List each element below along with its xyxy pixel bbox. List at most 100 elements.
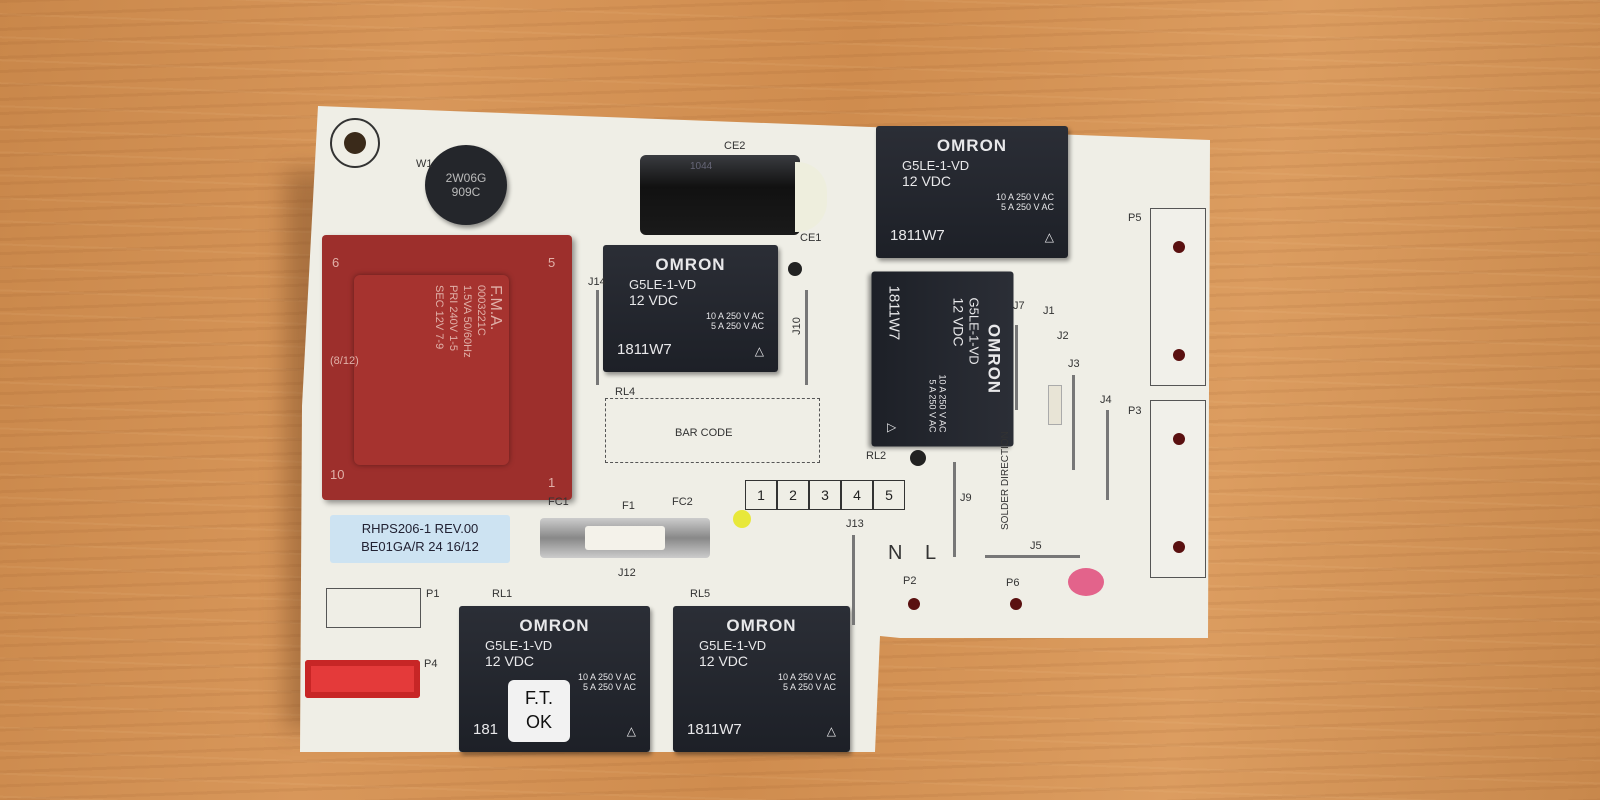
bridge-line1: 2W06G [445,171,487,185]
relay-rating: 5 A 250 V AC [782,682,836,692]
connector-p5 [1150,208,1206,386]
capacitor-ref2: CE1 [800,232,822,244]
board-hole [788,262,802,276]
p3-label: P3 [1128,405,1142,417]
transformer-text: F.M.A. 0003221C 1.5VA 50/60Hz PRI 240V 1… [432,285,504,358]
terminal-hole [1010,598,1022,610]
warning-triangle-icon: △ [626,724,636,738]
jumper-j10 [805,290,808,385]
pink-mark [1068,568,1104,596]
transformer-face [354,275,509,465]
transformer-line: 0003221C [475,285,487,336]
relay-rl2: OMRON G5LE-1-VD 12 VDC 10 A 250 V AC 5 A… [871,271,1014,447]
relay-code: 1811W7 [617,341,672,358]
j9-label: J9 [960,492,972,504]
pin-label: 6 [332,255,340,270]
jumper-j4 [1106,410,1109,500]
fc1-label: FC1 [548,496,569,508]
live-label: L [925,542,937,564]
transformer-line: SEC 12V 7-9 [433,285,445,350]
j2-label: J2 [1057,330,1069,342]
p1-label: P1 [426,588,440,600]
test-point-1: 1 [745,480,777,510]
relay-rating: 10 A 250 V AC [995,192,1054,202]
relay-rl5: OMRON G5LE-1-VD 12 VDC 10 A 250 V AC 5 A… [673,606,850,752]
f1-label: F1 [622,500,635,512]
relay-voltage: 12 VDC [950,297,967,347]
relay-brand: OMRON [519,616,590,635]
jumper-j7 [1015,325,1018,410]
rl4-label: RL4 [615,386,636,398]
j10-label: J10 [790,317,803,335]
pin-label: 10 [330,467,345,482]
jumper-j9 [953,462,956,557]
transformer-line: PRI 240V 1-5 [447,285,459,352]
capacitor-ref: CE2 [724,140,746,152]
sticker-line2: OK [525,712,552,732]
relay-code: 181 [473,721,499,738]
transformer-side: (8/12) [330,355,359,367]
relay-voltage: 12 VDC [485,653,535,669]
p5-label: P5 [1128,212,1142,224]
warning-triangle-icon: △ [885,423,900,433]
j1-label: J1 [1043,305,1055,317]
connector-p1 [326,588,421,628]
jumper-j14 [596,290,599,385]
pin-label: 1 [548,475,556,490]
relay-rl4: OMRON G5LE-1-VD 12 VDC 10 A 250 V AC 5 A… [603,245,778,372]
bridge-ref: W1 [416,158,433,170]
relay-code: 1811W7 [890,227,945,244]
test-ok-sticker: F.T. OK [508,680,570,742]
fc2-label: FC2 [672,496,693,508]
connector-p3 [1150,400,1206,578]
bridge-line2: 909C [451,185,481,199]
relay-rating: 5 A 250 V AC [710,321,764,331]
relay-model: G5LE-1-VD [699,638,767,653]
j4-label: J4 [1100,394,1112,406]
transformer-brand: F.M.A. [487,285,504,331]
p2-label: P2 [903,575,917,587]
relay-code: 1811W7 [885,285,903,341]
relay-rating: 10 A 250 V AC [777,672,836,682]
transformer: F.M.A. 0003221C 1.5VA 50/60Hz PRI 240V 1… [322,235,572,500]
relay-model: G5LE-1-VD [966,297,982,365]
rl1-label: RL1 [492,588,513,600]
label-line1: RHPS206-1 REV.00 [361,521,479,536]
warning-triangle-icon: △ [1044,230,1054,244]
capacitor: 1044 [640,155,800,235]
relay-brand: OMRON [984,323,1004,395]
solder-direction: SOLDER DIRECTION [1000,431,1011,530]
relay-model: G5LE-1-VD [902,158,970,173]
board-hole [910,450,926,466]
relay-rating: 5 A 250 V AC [927,379,938,433]
jumper-j13 [852,535,855,625]
relay-brand: OMRON [936,136,1008,155]
test-point-4: 4 [841,480,873,510]
j7-label: J7 [1013,300,1025,312]
label-line2: BE01GA/R 24 16/12 [361,539,479,554]
relay-rating: 5 A 250 V AC [1000,202,1054,212]
relay-code: 1811W7 [687,721,742,738]
j14-label: J14 [588,276,606,288]
relay-rl3: OMRON G5LE-1-VD 12 VDC 10 A 250 V AC 5 A… [876,126,1068,258]
j3-label: J3 [1068,358,1080,370]
jumper-j5 [985,555,1080,558]
fuse [540,518,710,558]
relay-model: G5LE-1-VD [485,638,553,653]
neutral-label: N [888,542,903,564]
relay-rating: 10 A 250 V AC [705,311,764,321]
relay-voltage: 12 VDC [629,292,679,308]
relay-rating: 10 A 250 V AC [937,374,948,433]
p6-label: P6 [1006,577,1020,589]
mounting-hole [330,118,380,168]
bridge-rectifier: 2W06G 909C [425,145,507,225]
terminal-hole [908,598,920,610]
transformer-line: 1.5VA 50/60Hz [461,285,473,358]
sticker-line1: F.T. [524,688,553,708]
barcode-label: BAR CODE [675,427,733,439]
relay-brand: OMRON [655,255,726,274]
j5-label: J5 [1030,540,1042,552]
barcode-area [605,398,820,463]
relay-rating: 5 A 250 V AC [582,682,636,692]
j13-label: J13 [846,518,864,530]
